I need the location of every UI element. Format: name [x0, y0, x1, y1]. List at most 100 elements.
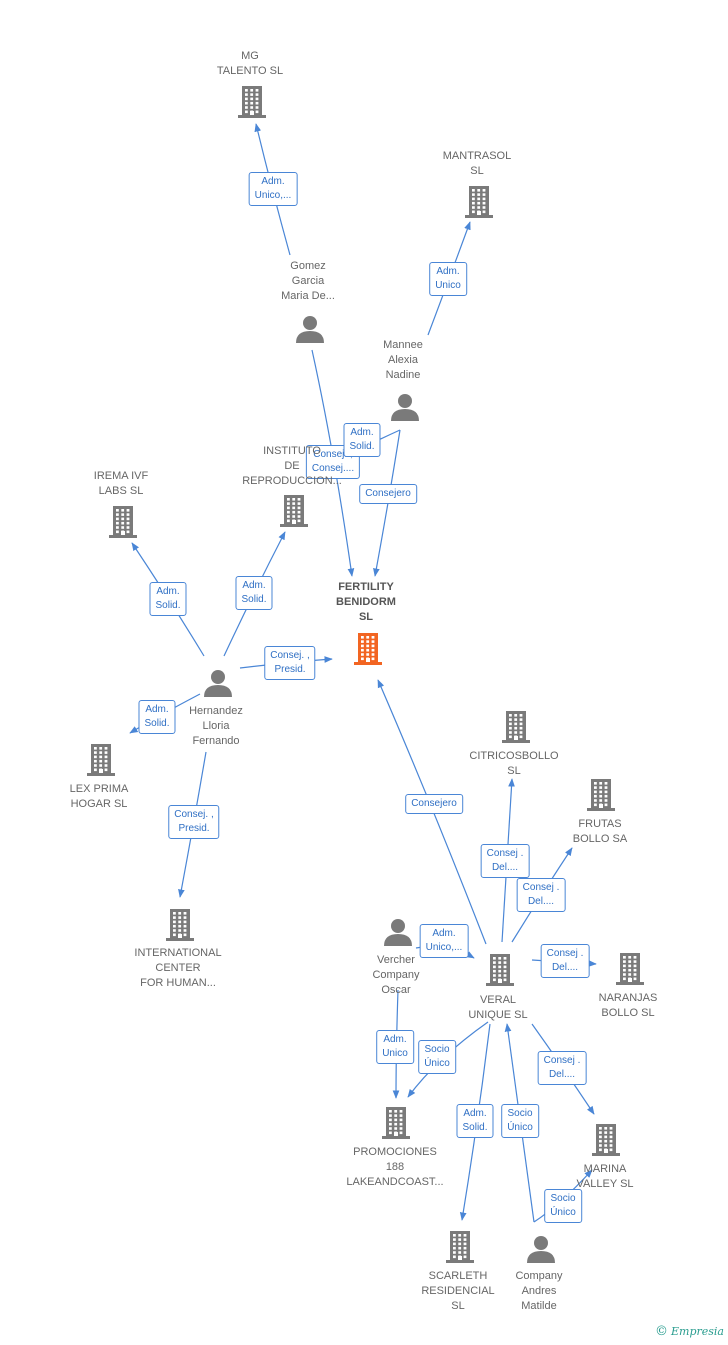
building-icon-lexprima[interactable] [87, 744, 115, 776]
node-label-line: MANTRASOL [442, 150, 512, 162]
building-icon-veral[interactable] [486, 954, 514, 986]
building-icon-irema[interactable] [109, 506, 137, 538]
edge-label-vercher-veral[interactable]: Adm.Unico,... [419, 924, 469, 958]
node-label-line: Matilde [521, 1300, 557, 1312]
node-label-line: SL [358, 611, 374, 623]
edge-label-line: Consej . [486, 848, 524, 859]
edge-label-veral-marina[interactable]: Consej . Del.... [537, 1051, 587, 1085]
edge-label-hernandez-instituto[interactable]: Adm.Solid. [235, 576, 273, 610]
node-label-line: HOGAR SL [70, 798, 128, 810]
building-icon-marina[interactable] [592, 1124, 620, 1156]
person-icon-mannee[interactable] [391, 394, 419, 421]
node-label-line: Vercher [377, 954, 415, 966]
node-label-line: FOR HUMAN... [140, 977, 216, 989]
edge-label-gomez-fertility[interactable]: Consej. ,Consej.... [305, 445, 361, 479]
edge-label-line: Presid. [178, 823, 210, 834]
edge-label-hernandez-lexprima[interactable]: Adm.Solid. [138, 700, 176, 734]
person-icon-companyandres[interactable] [527, 1236, 555, 1263]
edge-label-line: Socio [424, 1044, 450, 1055]
edge-label-line: Del.... [527, 896, 555, 907]
node-label-line: IREMA IVF [93, 470, 149, 482]
edge-label-hernandez-irema[interactable]: Adm.Solid. [149, 582, 187, 616]
edge-label-veral-frutas[interactable]: Consej .Del.... [516, 878, 566, 912]
edge-label-veral-fertility[interactable]: Consejero [405, 794, 463, 814]
edge-label-veral-scarleth[interactable]: Adm.Solid. [456, 1104, 494, 1138]
person-icon-hernandez[interactable] [204, 670, 232, 697]
edge-label-line: Adm. [350, 427, 374, 438]
edge-label-line: Del.... [548, 1069, 576, 1080]
node-label-line: RESIDENCIAL [421, 1285, 495, 1297]
node-label-line: Company [515, 1270, 563, 1282]
copyright-symbol: © [655, 1324, 668, 1339]
building-icon-mg[interactable] [238, 86, 266, 118]
building-icon-internacional[interactable] [166, 909, 194, 941]
edge-label-line: Socio [550, 1193, 576, 1204]
edge-label-line: Adm. [463, 1108, 487, 1119]
node-label-line: Garcia [291, 275, 325, 287]
edge-label-hernandez-internacional[interactable]: Consej. , Presid. [168, 805, 220, 839]
person-icon-vercher[interactable] [384, 919, 412, 946]
building-icon-mantrasol[interactable] [465, 186, 493, 218]
node-label-line: Gomez [290, 260, 326, 272]
edge-label-mannee-fertility[interactable]: Consejero [359, 484, 417, 504]
edge-label-line: Solid. [349, 441, 375, 452]
node-label-lexprima[interactable]: LEX PRIMA HOGAR SL [24, 782, 174, 812]
person-icon-gomez[interactable] [296, 316, 324, 343]
brand-watermark: ©Empresia [655, 1324, 724, 1339]
edge-label-line: Unico,... [254, 190, 292, 201]
edge-label-line: Consej. , [270, 650, 310, 661]
node-label-line: LEX PRIMA [69, 783, 129, 795]
edge-label-line: Adm. [436, 266, 460, 277]
node-label-line: INSTITUTO [263, 445, 321, 457]
edge-label-vercher-promociones[interactable]: Adm.Unico [376, 1030, 414, 1064]
edge-label-gomez-mg[interactable]: Adm. Unico,... [248, 172, 298, 206]
edge-label-line: Socio [507, 1108, 533, 1119]
building-icon-instituto[interactable] [280, 495, 308, 527]
edge-label-line: Adm. [261, 176, 285, 187]
edge-label-hernandez-fertility[interactable]: Consej. ,Presid. [264, 646, 316, 680]
edge-label-line: Consejero [411, 798, 457, 809]
node-label-line: LABS SL [98, 485, 144, 497]
building-icon-scarleth[interactable] [446, 1231, 474, 1263]
building-icon-citricos[interactable] [502, 711, 530, 743]
node-label-line: 188 [385, 1161, 405, 1173]
building-icon-fertility[interactable] [354, 633, 382, 665]
edge-label-mannee-mantrasol[interactable]: Adm.Unico [429, 262, 467, 296]
edge-label-line: Consej. , [174, 809, 214, 820]
node-label-line: BOLLO SA [572, 833, 628, 845]
edge-label-veral-naranjas[interactable]: Consej .Del.... [540, 944, 590, 978]
node-label-line: DE [284, 460, 300, 472]
building-icon-promociones[interactable] [382, 1107, 410, 1139]
node-label-line: Nadine [385, 369, 421, 381]
edge-label-line: Consej . [543, 1055, 581, 1066]
edge-label-line: Adm. [156, 586, 180, 597]
node-label-irema[interactable]: IREMA IVF LABS SL [46, 469, 196, 499]
edge-label-line: Consejero [365, 488, 411, 499]
building-icon-frutas[interactable] [587, 779, 615, 811]
edge-label-veral-citricos[interactable]: Consej .Del.... [480, 844, 530, 878]
edge-label-mannee-instituto[interactable]: Adm. Solid. [343, 423, 381, 457]
edge-label-line: Adm. [383, 1034, 407, 1045]
building-icon-naranjas[interactable] [616, 953, 644, 985]
